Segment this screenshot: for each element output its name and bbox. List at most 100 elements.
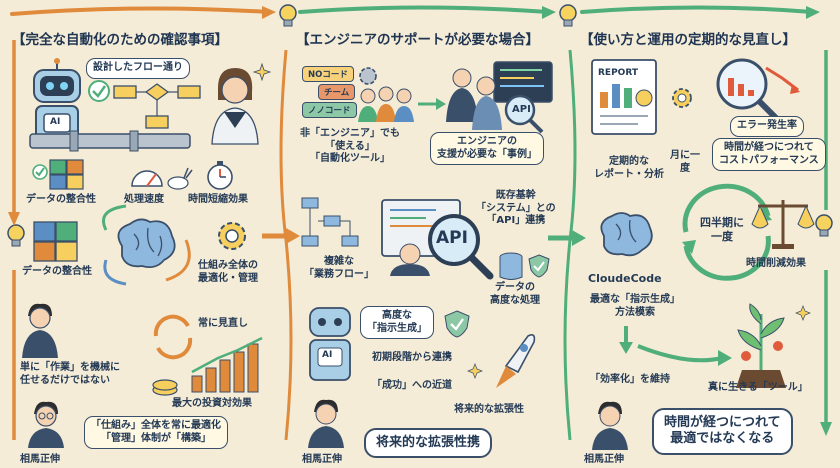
author-name: 相馬正伸 <box>20 454 60 465</box>
bar-chart-growth-icon <box>191 336 263 393</box>
tag-team: チーム <box>318 84 356 100</box>
pipe-illustration <box>29 130 191 152</box>
gear-icon <box>218 222 246 250</box>
report-document-illustration <box>591 59 657 135</box>
coins-icon <box>152 379 178 396</box>
gear-icon <box>359 67 377 85</box>
report-title: REPORT <box>598 68 638 78</box>
label-early-collaboration: 初期段階から連携 <box>372 352 452 363</box>
balance-scale-icon <box>751 200 815 249</box>
flow-arrow-right <box>262 228 300 244</box>
label-non-engineer-tools: 非「エンジニア」でも 「使える」 「自動化ツール」 <box>300 128 400 164</box>
metric-label-data-consistency: データの整合性 <box>26 194 96 205</box>
label-complex-workflow: 複雑な 「業務フロー」 <box>304 256 374 280</box>
person-glasses-illustration <box>28 401 64 448</box>
label-shortcut-to-success: 「成功」への近道 <box>372 380 452 391</box>
arrow-right-icon <box>418 98 446 110</box>
label-cloudecode: CloudeCode <box>588 272 662 285</box>
speedometer-icon <box>131 170 163 187</box>
section-header-engineer-support: 【エンジニアのサポートが必要な場合】 <box>296 32 539 48</box>
stopwatch-icon <box>207 161 233 190</box>
arrow-down-icon <box>619 326 633 354</box>
lightbulb-icon <box>279 4 297 27</box>
left-vertical-arrow <box>8 40 20 440</box>
check-circle-icon <box>88 80 110 102</box>
sparkle-icon <box>467 363 483 379</box>
puzzle-icon <box>49 159 84 190</box>
robot-illustration <box>309 307 351 381</box>
label-maintain-efficiency: 「効率化」を維持 <box>590 374 670 385</box>
sparkle-icon <box>252 62 272 82</box>
presenter-woman-illustration <box>211 68 259 145</box>
robot-ai-tag: AI <box>322 350 333 360</box>
gear-icon <box>672 88 692 108</box>
author-name: 相馬正伸 <box>302 454 342 465</box>
label-legacy-api-integration: 既存基幹 「システム」との 「API」連携 <box>476 190 556 226</box>
flowchart-diagram <box>301 197 359 247</box>
rabbit-icon <box>167 167 193 190</box>
label-time-reduction: 時間削減効果 <box>746 258 806 269</box>
flow-arrow-right <box>637 344 732 366</box>
person-man-illustration <box>22 303 58 358</box>
divider-arrow-1 <box>279 49 293 441</box>
metric-label-processing-speed: 処理速度 <box>124 194 164 205</box>
api-magnifier-icon <box>504 94 544 134</box>
author-name: 相馬正伸 <box>584 454 624 465</box>
right-vertical-arrow <box>820 50 832 436</box>
api-magnifier-icon <box>428 214 494 280</box>
lightbulb-icon <box>559 4 577 27</box>
label-system-optimization: 仕組み全体の 最適化・管理 <box>198 260 258 284</box>
flowchart-diagram <box>113 83 201 129</box>
bubble-cost-performance: 時間が経つにつれて コストパフォーマンス <box>712 138 826 171</box>
person-man-illustration <box>308 399 344 448</box>
label-optimal-prompt-method: 最適な「指示生成」 方法模索 <box>590 294 680 318</box>
circular-arrows <box>102 204 191 286</box>
label-periodic-report: 定期的な レポート・分析 <box>594 156 664 180</box>
puzzle-icon <box>33 221 78 262</box>
bottom-bubble-future-scalability: 将来的な拡張性携 <box>364 428 493 459</box>
bottom-bubble-optimize-system: 「仕組み」全体を常に最適化 「管理」体制が「構築」 <box>84 416 228 449</box>
label-advanced-data-processing: データの 高度な処理 <box>490 282 540 306</box>
growing-plant-illustration <box>736 303 786 388</box>
label-data-consistency: データの整合性 <box>22 266 92 277</box>
tag-low-code: ノノコード <box>302 102 357 118</box>
sparkle-icon <box>795 305 811 321</box>
robot-illustration <box>33 58 81 143</box>
api-magnifier-label: API <box>512 104 531 115</box>
label-truly-living-tool: 真に生きる「ツール」 <box>708 382 808 393</box>
section-header-periodic-review: 【使い方と運用の定期的な見直し】 <box>580 32 796 48</box>
cycle-arrows-icon <box>153 314 193 360</box>
bottom-bubble-not-optimal-over-time: 時間が経つにつれて 最適ではなくなる <box>652 408 793 455</box>
shield-check-icon <box>528 254 550 278</box>
label-monthly: 月に一 度 <box>670 150 700 174</box>
lightbulb-icon <box>7 224 25 247</box>
lightbulb-icon <box>815 214 833 237</box>
brain-icon <box>600 212 653 257</box>
label-max-roi: 最大の投資対効果 <box>172 398 252 409</box>
person-man-illustration <box>592 401 628 450</box>
section-header-automation-checklist: 【完全な自動化のための確認事項】 <box>12 32 228 48</box>
bubble-engineer-support-case: エンジニアの 支援が必要な「事例」 <box>430 132 544 165</box>
engineers-at-monitor-illustration <box>446 61 553 130</box>
shield-check-icon <box>444 310 470 338</box>
brain-icon <box>117 218 176 269</box>
team-people-illustration <box>358 86 414 122</box>
robot-ai-tag: AI <box>50 117 61 127</box>
designed-flow-bubble: 設計したフロー通り <box>86 58 190 79</box>
magnifier-declining-chart-icon <box>716 58 800 121</box>
check-circle-icon <box>32 164 48 180</box>
api-big-label: API <box>436 228 468 248</box>
metric-label-time-saving: 時間短縮効果 <box>188 194 248 205</box>
top-flow-arrows <box>10 5 820 19</box>
flow-arrow-right <box>548 230 586 246</box>
label-error-rate: エラー発生率 <box>730 116 804 137</box>
database-icon <box>499 252 523 280</box>
label-future-scalability: 将来的な拡張性 <box>454 404 524 415</box>
divider-arrow-2 <box>563 49 577 441</box>
label-not-just-tasks: 単に「作業」を機械に 任せるだけではない <box>20 362 120 386</box>
tag-no-code: NOコード <box>302 66 354 82</box>
label-quarterly: 四半期に 一度 <box>700 216 744 243</box>
label-always-review: 常に見直し <box>198 318 248 329</box>
bubble-advanced-prompt: 高度な 「指示生成」 <box>360 306 434 339</box>
